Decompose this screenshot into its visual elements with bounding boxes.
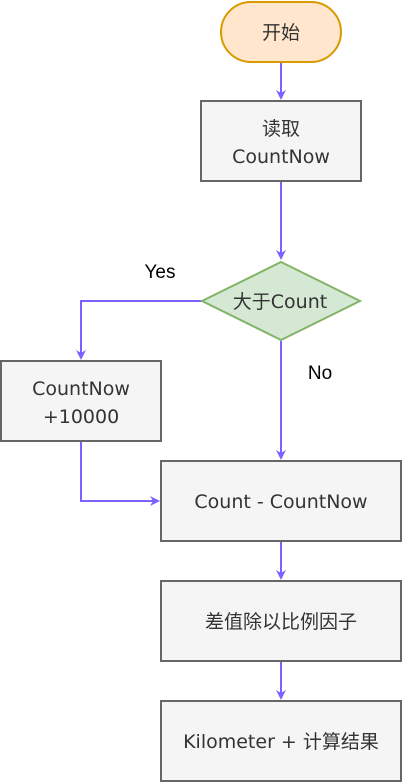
subtract-node-shape xyxy=(160,460,402,542)
decision-node-label: 大于Count xyxy=(233,291,327,313)
add-offset-node-shape xyxy=(0,360,162,442)
no-label: No xyxy=(308,363,332,384)
yes-label: Yes xyxy=(145,262,176,283)
add-offset-line2: +10000 xyxy=(43,406,119,428)
add-offset-line1: CountNow xyxy=(32,378,130,400)
divide-node-shape xyxy=(160,580,402,662)
subtract-node: Count - CountNow xyxy=(160,460,402,542)
read-countnow-line1: 读取 xyxy=(262,118,300,140)
edge-add-to-subtract xyxy=(80,442,160,506)
start-node-label: 开始 xyxy=(262,22,300,44)
result-node-label: Kilometer + 计算结果 xyxy=(183,731,379,753)
decision-node-shape xyxy=(199,260,363,342)
add-offset-node: CountNow +10000 xyxy=(0,360,162,442)
result-node: Kilometer + 计算结果 xyxy=(160,700,402,782)
edge-decision-yes-to-add xyxy=(76,300,202,360)
read-countnow-line2: CountNow xyxy=(232,146,330,168)
read-countnow-node-shape xyxy=(200,100,362,182)
edges xyxy=(76,62,286,700)
result-node-shape xyxy=(160,700,402,782)
subtract-node-label: Count - CountNow xyxy=(194,491,367,513)
read-countnow-node: 读取 CountNow xyxy=(200,100,362,182)
divide-node-label: 差值除以比例因子 xyxy=(205,611,357,633)
start-node-shape xyxy=(220,1,342,63)
start-node: 开始 xyxy=(220,1,342,63)
decision-node: 大于Count xyxy=(199,260,363,342)
divide-node: 差值除以比例因子 xyxy=(160,580,402,662)
